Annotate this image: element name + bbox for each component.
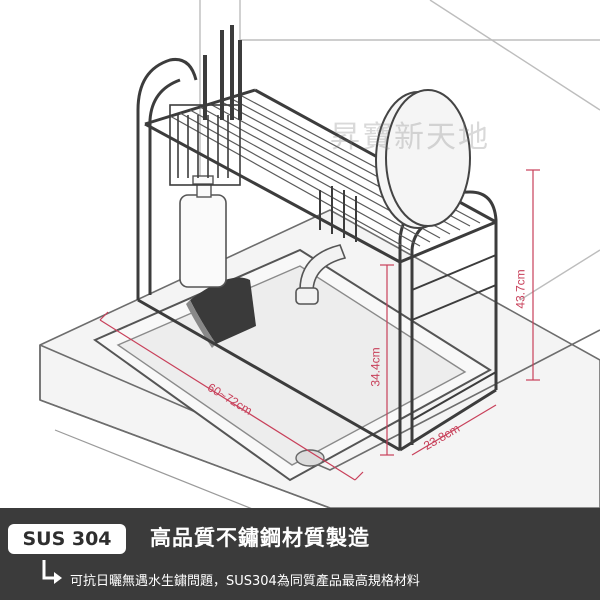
towel xyxy=(186,277,256,348)
utensil-basket xyxy=(169,25,242,186)
drain xyxy=(295,449,325,467)
material-badge: SUS 304 xyxy=(8,524,126,554)
return-arrow-icon xyxy=(42,560,62,584)
dimension-lines xyxy=(99,169,540,481)
product-illustration xyxy=(39,0,600,508)
total-height-dimension-label: 43.7cm xyxy=(513,269,528,309)
banner-subtext: 可抗日曬無遇水生鏽問題，SUS304為同質產品最高規格材料 xyxy=(70,574,420,589)
shelf-height-dimension-label: 34.4cm xyxy=(368,347,383,387)
watermark-text: 昇寶新天地 xyxy=(330,120,490,155)
feature-banner: SUS 304 高品質不鏽鋼材質製造 可抗日曬無遇水生鏽問題，SUS304為同質… xyxy=(0,508,600,600)
plates xyxy=(319,89,471,242)
banner-headline: 高品質不鏽鋼材質製造 xyxy=(150,526,370,550)
bottle xyxy=(179,175,227,288)
faucet-icon xyxy=(295,244,347,305)
